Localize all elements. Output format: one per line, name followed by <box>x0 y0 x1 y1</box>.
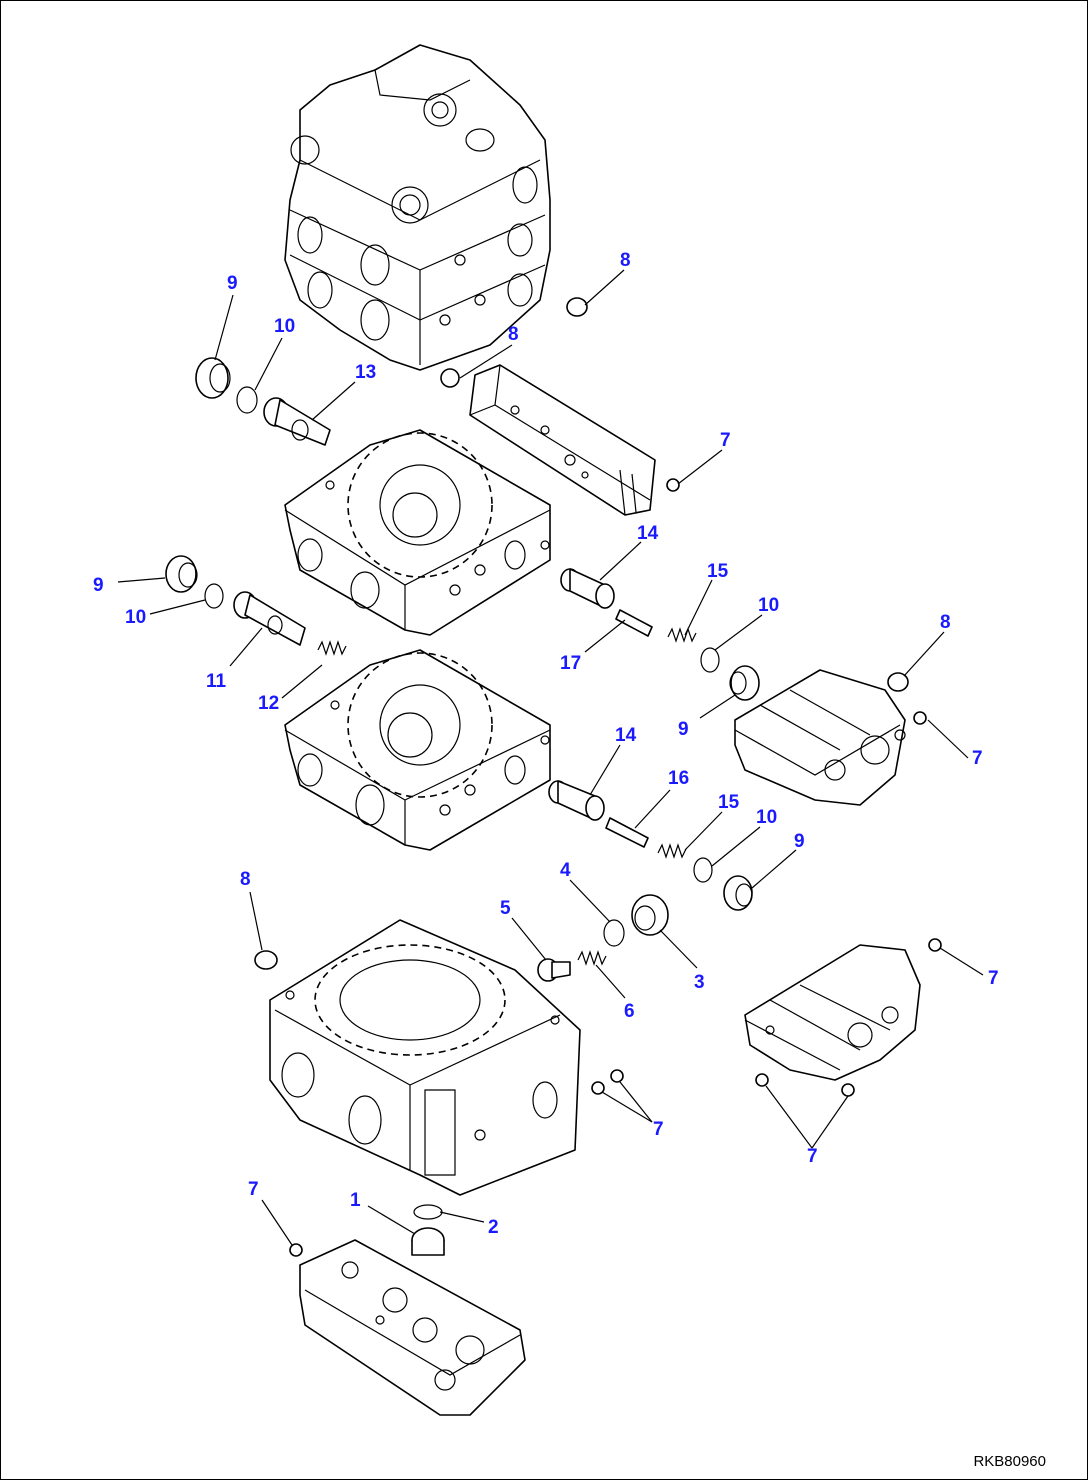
middle-side-cover <box>734 669 906 806</box>
callout-13: 13 <box>355 362 376 383</box>
callout-9: 9 <box>678 719 689 740</box>
leader-lines <box>117 269 984 1246</box>
callout-8: 8 <box>240 869 251 890</box>
callout-17: 17 <box>560 653 581 674</box>
callout-10: 10 <box>756 807 777 828</box>
callout-10: 10 <box>758 595 779 616</box>
callout-14: 14 <box>637 523 659 544</box>
upper-side-cover <box>469 364 656 516</box>
upper-valve-body <box>284 429 551 636</box>
callout-7: 7 <box>248 1179 259 1200</box>
callout-2: 2 <box>488 1217 499 1238</box>
callout-9: 9 <box>93 575 104 596</box>
callout-10: 10 <box>125 607 146 628</box>
callout-8: 8 <box>940 612 951 633</box>
callout-7: 7 <box>988 968 999 989</box>
bottom-valve-body <box>269 919 581 1196</box>
small-parts <box>165 297 942 1257</box>
callout-1: 1 <box>350 1190 361 1211</box>
bottom-side-cover <box>744 944 921 1081</box>
callout-14: 14 <box>615 725 637 746</box>
callout-7: 7 <box>720 430 731 451</box>
callout-7: 7 <box>807 1146 818 1167</box>
callout-9: 9 <box>794 831 805 852</box>
callout-15: 15 <box>718 792 740 813</box>
callout-16: 16 <box>668 768 689 789</box>
callout-10: 10 <box>274 316 295 337</box>
callout-8: 8 <box>620 250 631 271</box>
callout-15: 15 <box>707 561 729 582</box>
callout-3: 3 <box>694 972 705 993</box>
callout-4: 4 <box>560 860 571 881</box>
top-valve-block <box>284 44 551 371</box>
lower-valve-body <box>284 649 551 851</box>
callout-6: 6 <box>624 1001 635 1022</box>
callout-5: 5 <box>500 898 511 919</box>
callout-11: 11 <box>206 671 227 692</box>
callout-7: 7 <box>972 748 983 769</box>
callout-12: 12 <box>258 693 279 714</box>
callout-9: 9 <box>227 273 238 294</box>
bottom-plate <box>299 1239 526 1416</box>
drawing-reference-code: RKB80960 <box>973 1453 1046 1470</box>
callout-labels: 9 10 13 8 8 7 14 15 10 9 10 11 12 17 9 8… <box>93 250 999 1238</box>
callout-8: 8 <box>508 324 519 345</box>
callout-7: 7 <box>653 1119 664 1140</box>
